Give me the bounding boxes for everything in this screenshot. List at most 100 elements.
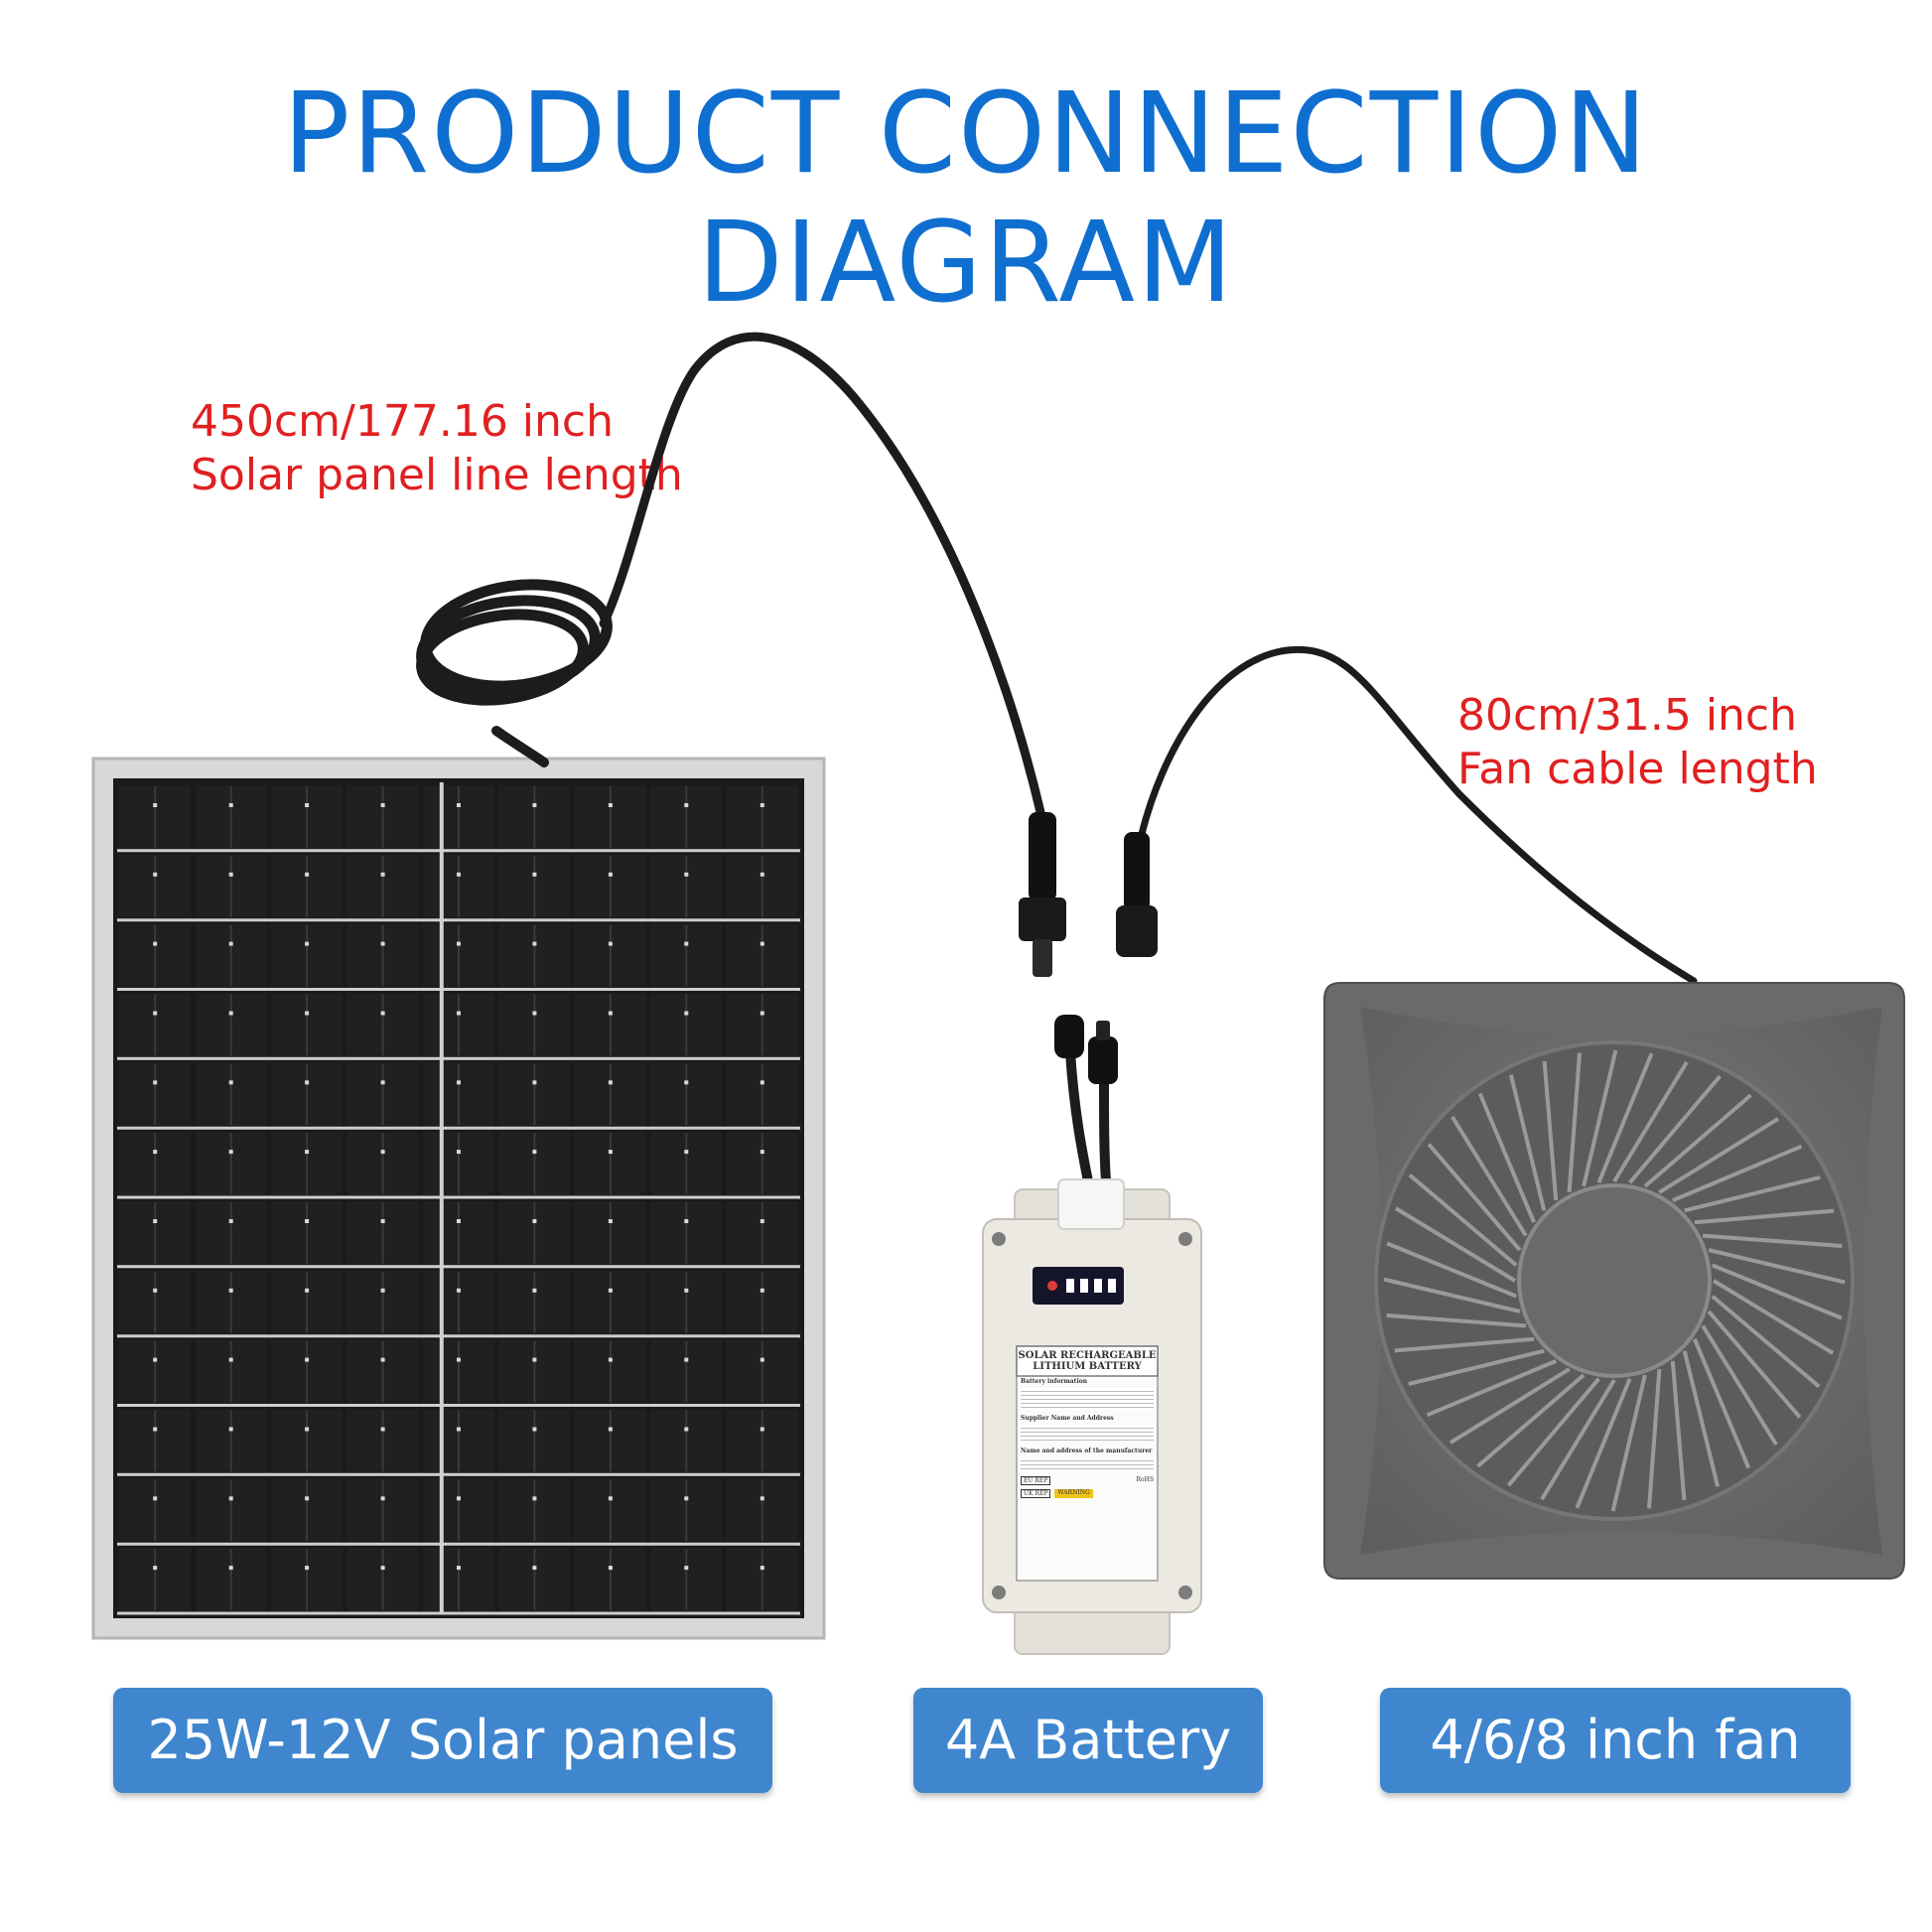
solar-contact — [759, 1288, 764, 1293]
fan-vane — [1450, 1115, 1528, 1237]
solar-contact — [532, 1496, 537, 1501]
fan-vane — [1701, 1324, 1778, 1447]
solar-contact — [684, 1150, 689, 1155]
fan-vane — [1647, 1368, 1662, 1509]
solar-cell-grid — [117, 782, 800, 1615]
solar-contact — [380, 1011, 385, 1016]
solar-contact — [608, 1566, 613, 1571]
solar-contact — [457, 1496, 461, 1501]
solar-contact — [305, 872, 310, 877]
page-title: PRODUCT CONNECTION DIAGRAM — [282, 69, 1650, 328]
solar-contact — [532, 1566, 537, 1571]
solar-contact — [532, 1150, 537, 1155]
solar-contact — [684, 1219, 689, 1223]
solar-contact — [228, 1427, 233, 1432]
solar-contact — [532, 1288, 537, 1293]
solar-contact — [380, 1357, 385, 1362]
solar-contact — [457, 941, 461, 946]
fan-vane — [1612, 1060, 1689, 1183]
solar-contact — [153, 1288, 158, 1293]
solar-contact — [684, 1427, 689, 1432]
solar-contact — [759, 1566, 764, 1571]
solar-contact — [684, 941, 689, 946]
solar-contact — [532, 872, 537, 877]
solar-contact — [457, 1357, 461, 1362]
solar-contact — [457, 1011, 461, 1016]
fan — [1323, 982, 1905, 1580]
solar-contact — [608, 1219, 613, 1223]
fan-vane — [1682, 1350, 1721, 1487]
solar-contact — [759, 1150, 764, 1155]
fan-vane — [1386, 1313, 1527, 1328]
solar-contact — [380, 1080, 385, 1085]
fan-vane — [1596, 1052, 1654, 1183]
fan-vane — [1449, 1367, 1571, 1445]
sticker-line1: SOLAR RECHARGEABLE — [1018, 1350, 1157, 1361]
sticker-text-block — [1021, 1457, 1154, 1471]
solar-contact — [608, 1357, 613, 1362]
solar-contact — [228, 1080, 233, 1085]
fan-vane — [1567, 1052, 1582, 1193]
fan-cable-callout: 80cm/31.5 inch Fan cable length — [1457, 689, 1818, 796]
fan-vane — [1427, 1143, 1522, 1252]
solar-panel — [91, 757, 826, 1640]
fan-vane — [1508, 1074, 1547, 1211]
solar-contact — [759, 1219, 764, 1223]
battery-sticker: SOLAR RECHARGEABLE LITHIUM BATTERY Batte… — [1017, 1346, 1158, 1581]
solar-contact — [759, 1080, 764, 1085]
solar-contact — [759, 872, 764, 877]
fan-grille — [1383, 1049, 1846, 1512]
solar-contact — [684, 1357, 689, 1362]
solar-contact — [153, 1496, 158, 1501]
solar-contact — [153, 1427, 158, 1432]
fan-vane — [1707, 1310, 1802, 1419]
solar-contact — [228, 1150, 233, 1155]
fan-vane — [1426, 1359, 1557, 1418]
solar-contact — [380, 1427, 385, 1432]
solar-line-length: 450cm/177.16 inch — [191, 396, 614, 447]
solar-contact — [305, 1288, 310, 1293]
fan-vane — [1408, 1348, 1545, 1387]
solar-contact — [305, 1566, 310, 1571]
fan-vane — [1476, 1373, 1586, 1468]
fan-vane — [1394, 1206, 1517, 1283]
solar-contact — [153, 941, 158, 946]
solar-contact — [532, 1080, 537, 1085]
solar-contact — [457, 1219, 461, 1223]
fan-connector — [1116, 832, 1158, 957]
solar-contact — [684, 803, 689, 807]
solar-contact — [305, 1427, 310, 1432]
solar-contact — [457, 803, 461, 807]
solar-contact — [305, 941, 310, 946]
fan-vane — [1394, 1336, 1535, 1353]
solar-contact — [305, 1011, 310, 1016]
solar-connector — [1019, 812, 1066, 977]
fan-vane — [1708, 1248, 1846, 1285]
fan-vane — [1712, 1279, 1835, 1355]
solar-contact — [608, 941, 613, 946]
solar-cable — [416, 332, 1045, 817]
solar-contact — [380, 1496, 385, 1501]
fan-vane — [1628, 1074, 1723, 1184]
solar-contact — [380, 1288, 385, 1293]
fan-vane — [1670, 1360, 1687, 1501]
solar-contact — [153, 1566, 158, 1571]
solar-line-label: Solar panel line length — [191, 450, 683, 500]
solar-contact — [684, 1080, 689, 1085]
solar-contact — [380, 872, 385, 877]
fan-vane — [1694, 1208, 1835, 1225]
solar-contact — [380, 941, 385, 946]
solar-contact — [532, 1427, 537, 1432]
battery-label: 4A Battery — [913, 1688, 1263, 1793]
fan-vane — [1643, 1093, 1752, 1188]
sticker-section3: Name and address of the manufacturer — [1021, 1448, 1153, 1454]
solar-contact — [684, 1496, 689, 1501]
solar-contact — [532, 1219, 537, 1223]
solar-contact — [228, 803, 233, 807]
solar-contact — [532, 941, 537, 946]
fan-cable — [1138, 646, 1698, 985]
solar-contact — [228, 1496, 233, 1501]
fan-vane — [1383, 1277, 1521, 1313]
fan-vane — [1540, 1378, 1616, 1501]
fan-vane — [1684, 1174, 1821, 1213]
